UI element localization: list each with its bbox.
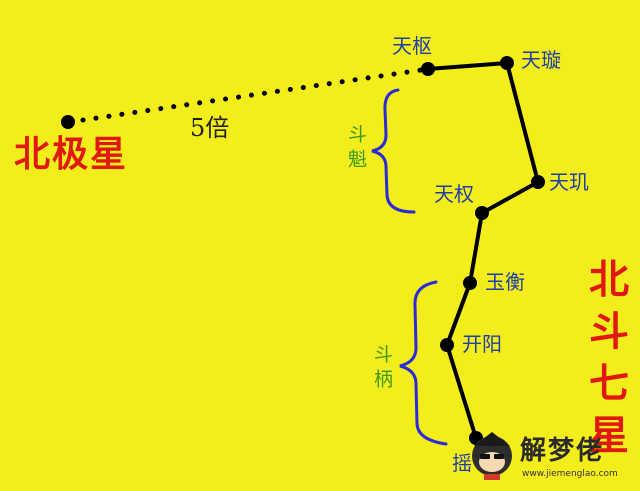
distance-label: 5倍 <box>190 116 229 140</box>
watermark-url: www.jiemenglao.com <box>522 470 618 479</box>
star-label-tianxuan: 天璇 <box>521 50 561 70</box>
star-tianxuan <box>500 56 514 70</box>
star-label-yuheng: 玉衡 <box>485 272 525 292</box>
star-tianji <box>531 175 545 189</box>
diagram-title: 北斗七星 <box>585 258 625 466</box>
star-label-tianji: 天玑 <box>549 172 589 192</box>
bracket-doubing <box>400 282 446 444</box>
pointer-dotted-line <box>70 69 428 122</box>
star-tianshu <box>421 62 435 76</box>
star-label-tianshu: 天枢 <box>392 36 432 56</box>
dipper-line <box>428 63 538 438</box>
star-tianquan <box>475 206 489 220</box>
star-kaiyang <box>440 338 454 352</box>
star-label-tianquan: 天权 <box>434 184 474 204</box>
group-label-doukui: 斗魁 <box>346 124 365 174</box>
group-label-doubing: 斗柄 <box>372 344 391 394</box>
watermark-text: 解梦佬 <box>520 438 604 464</box>
star-yuheng <box>463 276 477 290</box>
polaris-label: 北极星 <box>14 136 128 172</box>
bracket-doukui <box>372 90 414 212</box>
star-label-kaiyang: 开阳 <box>462 334 502 354</box>
star-polaris <box>61 115 75 129</box>
star-label-yaoguang: 摇 <box>452 453 472 473</box>
